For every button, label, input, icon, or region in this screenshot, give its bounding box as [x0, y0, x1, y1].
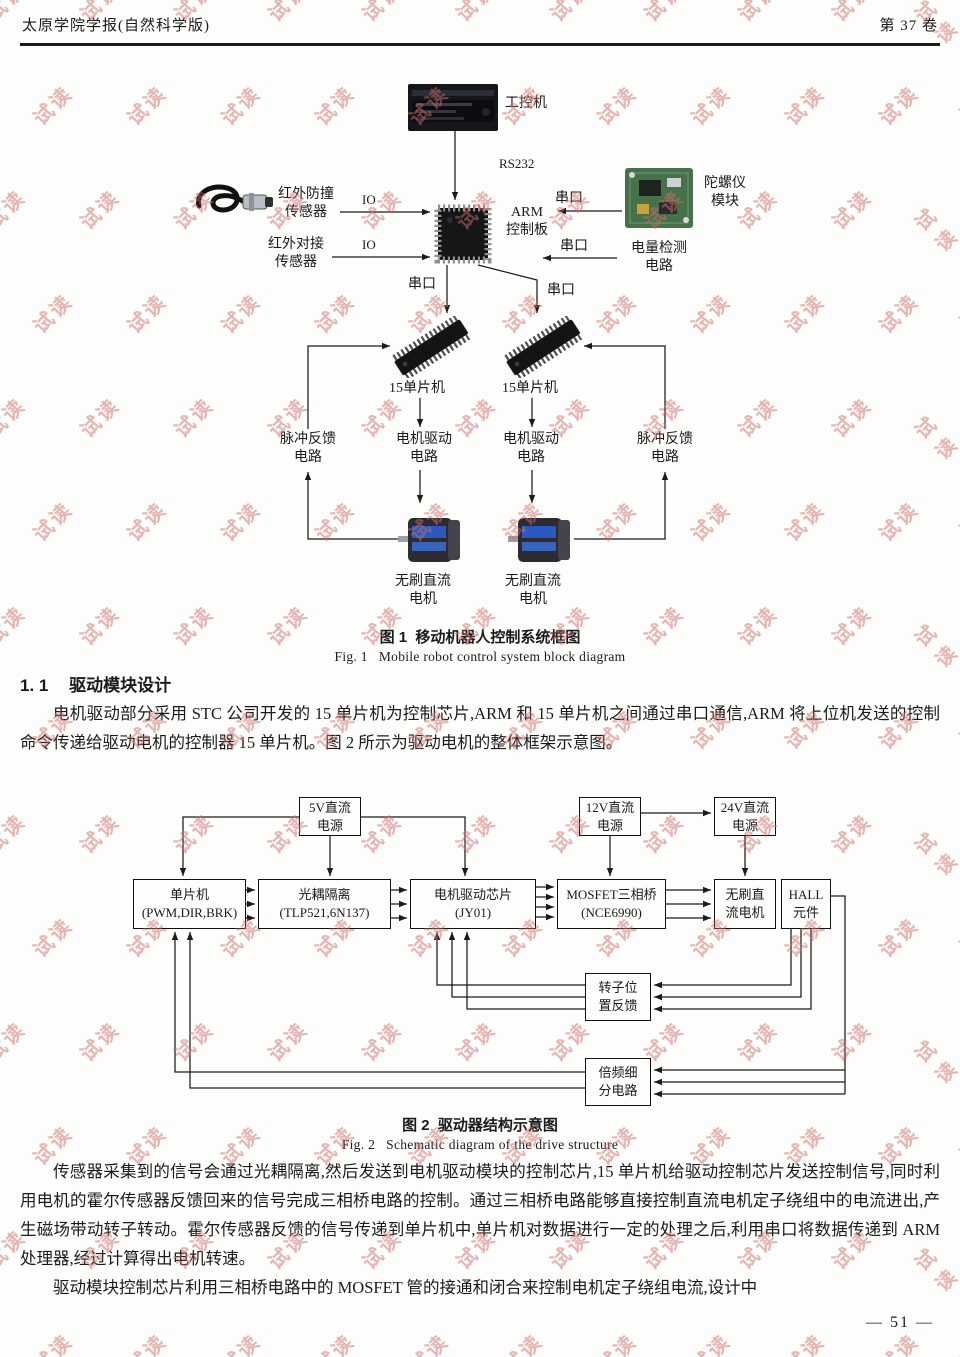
- motor-right-image: [508, 506, 574, 572]
- fig2-box-bldc-motor: 无刷直 流电机: [714, 879, 776, 929]
- fig1-label-motor-drive-left: 电机驱动 电路: [394, 431, 454, 467]
- section-heading-1-1: 1. 1 驱动模块设计: [20, 671, 171, 696]
- figure1-caption-zh: 图 1 移动机器人控制系统框图: [379, 629, 581, 646]
- fig2-box-psu-24v: 24V直流 电源: [714, 797, 776, 836]
- page-header: 太原学院学报(自然科学版) 第 37 卷: [22, 14, 938, 35]
- fig2-box-psu-5v: 5V直流 电源: [299, 797, 361, 836]
- fig1-label-industrial-pc: 工控机: [503, 95, 549, 113]
- industrial-pc-image: [408, 84, 498, 131]
- infrared-sensor-image: [193, 180, 277, 226]
- section-title: 驱动模块设计: [69, 676, 172, 695]
- mcu-chip-right-image: [504, 315, 583, 380]
- fig1-label-io-docking: IO: [360, 237, 378, 254]
- fig2-box-frequency-subdivision: 倍频细 分电路: [585, 1058, 651, 1106]
- arm-board-chip-image: [433, 203, 493, 265]
- fig2-box-optocoupler: 光耦隔离 (TLP521,6N137): [258, 879, 391, 929]
- fig2-box-rotor-position-feedback: 转子位 置反馈: [585, 973, 651, 1021]
- fig1-label-bldc-motor-left: 无刷直流 电机: [388, 573, 458, 609]
- fig1-label-pulse-feedback-left: 脉冲反馈 电路: [278, 431, 338, 467]
- paragraph-1: 电机驱动部分采用 STC 公司开发的 15 单片机为控制芯片,ARM 和 15 …: [20, 704, 940, 752]
- fig2-box-psu-12v: 12V直流 电源: [579, 797, 641, 836]
- motor-left-image: [398, 506, 464, 572]
- fig2-box-hall-element: HALL 元件: [781, 879, 831, 929]
- journal-title: 太原学院学报(自然科学版): [22, 18, 210, 34]
- fig2-box-mosfet-bridge: MOSFET三相桥 (NCE6990): [557, 879, 666, 929]
- fig1-label-serial-gyro: 串口: [553, 190, 585, 208]
- header-rule: [20, 43, 940, 46]
- figure2-caption-zh: 图 2 驱动器结构示意图: [402, 1117, 558, 1134]
- section-number: 1. 1: [20, 676, 49, 695]
- fig1-label-ir-collision-sensor: 红外防撞 传感器: [275, 186, 337, 222]
- fig1-label-gyro-module: 陀螺仪 模块: [699, 175, 751, 211]
- fig2-box-mcu: 单片机 (PWM,DIR,BRK): [133, 879, 246, 929]
- fig1-label-rs232: RS232: [497, 156, 537, 173]
- fig1-label-motor-drive-right: 电机驱动 电路: [501, 431, 561, 467]
- fig1-label-io-collision: IO: [360, 192, 378, 209]
- fig1-label-power-detect: 电量检测 电路: [620, 240, 698, 276]
- fig2-box-driver-chip: 电机驱动芯片 (JY01): [410, 879, 536, 929]
- fig1-label-pulse-feedback-right: 脉冲反馈 电路: [635, 431, 695, 467]
- fig1-label-arm-board: ARM 控制板: [501, 204, 553, 240]
- fig1-label-bldc-motor-right: 无刷直流 电机: [498, 573, 568, 609]
- page-number: — 51 —: [866, 1314, 934, 1331]
- fig1-label-serial-left: 串口: [406, 276, 438, 294]
- gyroscope-module-image: [625, 168, 693, 228]
- paragraph-3: 驱动模块控制芯片利用三相桥电路中的 MOSFET 管的接通和闭合来控制电机定子绕…: [53, 1278, 758, 1297]
- fig1-label-mcu-left: 15单片机: [385, 380, 449, 398]
- figure1-caption-en: Fig. 1 Mobile robot control system block…: [334, 649, 626, 664]
- fig1-label-mcu-right: 15单片机: [498, 380, 562, 398]
- fig1-label-serial-power: 串口: [558, 238, 590, 256]
- paragraph-2: 传感器采集到的信号会通过光耦隔离,然后发送到电机驱动模块的控制芯片,15 单片机…: [20, 1162, 940, 1268]
- volume-label: 第 37 卷: [879, 18, 938, 34]
- mcu-chip-left-image: [392, 315, 471, 380]
- fig1-label-ir-docking-sensor: 红外对接 传感器: [265, 236, 327, 272]
- figure2-caption-en: Fig. 2 Schematic diagram of the drive st…: [341, 1137, 619, 1152]
- fig1-label-serial-right: 串口: [545, 282, 577, 300]
